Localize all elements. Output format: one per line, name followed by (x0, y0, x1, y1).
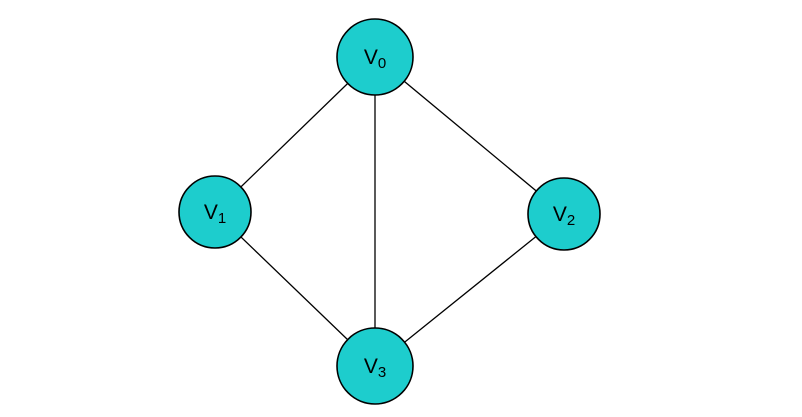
edge-v2-v3 (374, 213, 565, 367)
node-v3 (336, 327, 414, 405)
node-label-subscript-v0: 0 (378, 55, 386, 72)
node-label-v1: V1 (204, 201, 226, 227)
node-label-v3: V3 (364, 355, 386, 381)
node-label-subscript-v3: 3 (378, 364, 386, 381)
node-v2 (527, 177, 601, 251)
node-label-subscript-v1: 1 (218, 210, 226, 227)
edge-v0-v2 (374, 56, 565, 215)
node-label-subscript-v2: 2 (567, 212, 575, 229)
node-v1 (178, 175, 252, 249)
node-v0 (336, 18, 414, 96)
node-label-v0: V0 (364, 46, 386, 72)
node-label-v2: V2 (553, 203, 575, 229)
